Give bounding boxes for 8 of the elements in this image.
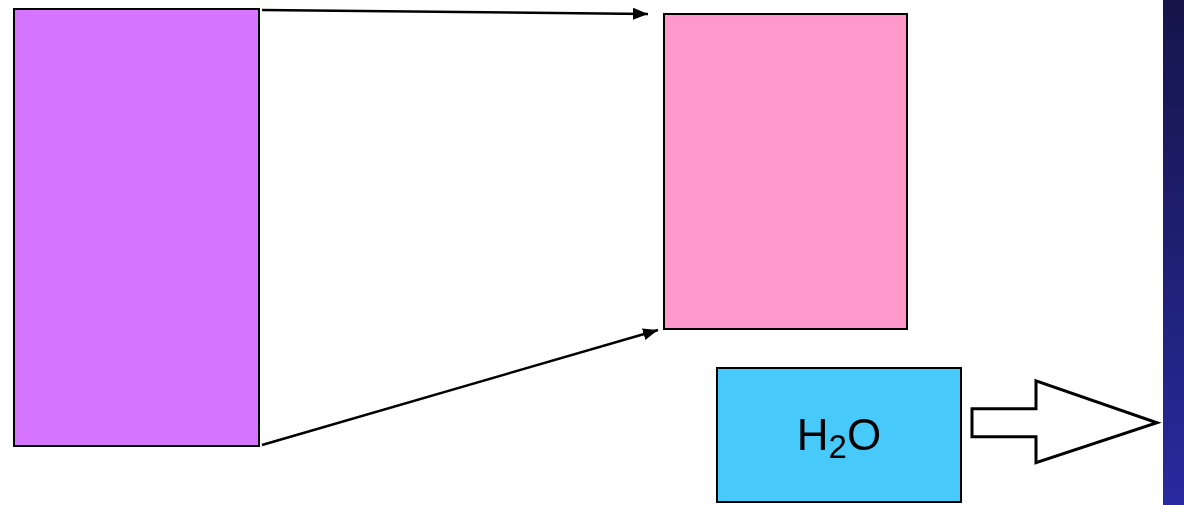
- arrow: [262, 7, 648, 20]
- block-arrow: [970, 378, 1162, 465]
- side-bar: [1163, 0, 1184, 505]
- arrow: [261, 328, 659, 447]
- formula-text: H$_{2}$O: [796, 413, 882, 457]
- rectangle: [663, 13, 908, 330]
- rectangle: [13, 8, 260, 447]
- label-box: [716, 367, 962, 503]
